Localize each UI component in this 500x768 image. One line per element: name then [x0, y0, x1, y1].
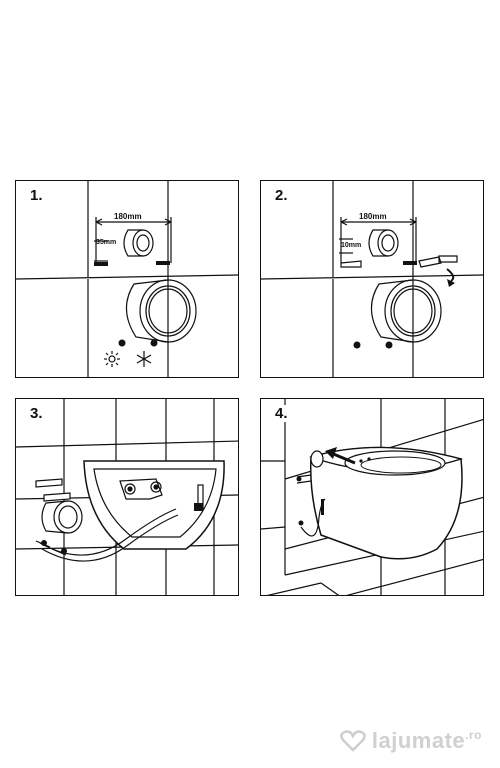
step-2-illustration: 180mm 10mm [261, 181, 483, 377]
step-2-offset-label: 10mm [341, 242, 361, 249]
step-1-panel: 180mm 35mm 1. [15, 180, 239, 378]
watermark-brand: lajumate.ro [371, 728, 482, 753]
heart-logo-icon [340, 730, 366, 752]
step-2-number: 2. [273, 187, 290, 204]
step-3-number: 3. [28, 405, 45, 422]
step-2-panel: 180mm 10mm 2. [260, 180, 484, 378]
step-3-panel: 3. [15, 398, 239, 596]
hot-water-icon [104, 351, 120, 367]
cold-water-icon [136, 351, 152, 367]
step-1-offset-label: 35mm [96, 239, 116, 246]
step-2-width-label: 180mm [359, 212, 387, 221]
step-1-illustration: 180mm 35mm [16, 181, 238, 377]
watermark-suffix: .ro [465, 728, 482, 742]
step-4-number: 4. [273, 405, 290, 422]
step-1-number: 1. [28, 187, 45, 204]
step-4-panel: 4. [260, 398, 484, 596]
push-arrow-icon [325, 447, 356, 465]
left-bolt [94, 262, 108, 266]
watermark: lajumate.ro [340, 728, 482, 754]
step-4-illustration [261, 399, 483, 595]
step-1-width-label: 180mm [114, 212, 142, 221]
wall-hung-toilet [309, 446, 464, 560]
right-bolt [156, 261, 170, 265]
step-3-illustration [16, 399, 238, 595]
rotate-arrow-icon [446, 268, 455, 287]
